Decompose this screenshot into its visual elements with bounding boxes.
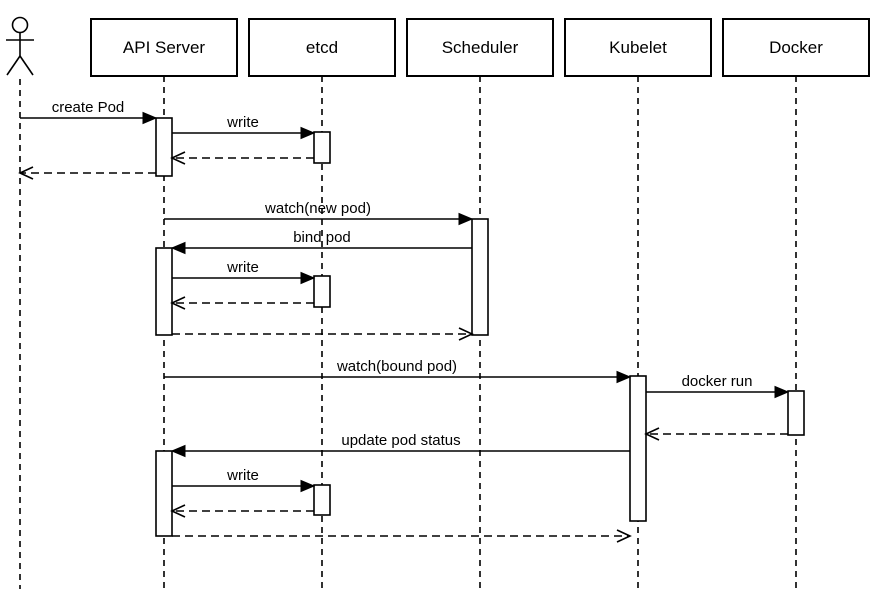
arrowhead-filled-watch-new-pod [458, 212, 474, 226]
message-label-docker-run: docker run [682, 373, 753, 390]
activation-kubelet-1 [629, 375, 647, 522]
participant-label-kubelet: Kubelet [609, 38, 667, 57]
arrowhead-filled-write-1 [300, 126, 316, 140]
message-return-api-kubelet [172, 529, 632, 543]
message-write-3: write [172, 467, 316, 493]
message-watch-bound-pod: watch(bound pod) [164, 358, 632, 384]
arrowhead-filled-bind-pod [170, 241, 186, 255]
arrowhead-open-return-docker-kubelet [644, 427, 660, 441]
message-label-update-pod-status: update pod status [341, 432, 460, 449]
activation-api-server-3 [155, 450, 173, 537]
participant-label-etcd: etcd [306, 38, 338, 57]
arrowhead-filled-update-pod-status [170, 444, 186, 458]
activation-api-server-2 [155, 247, 173, 336]
message-return-api-scheduler [172, 327, 474, 341]
actor-head [11, 16, 29, 34]
arrowhead-open-return-api-scheduler [458, 327, 474, 341]
arrowhead-open-return-api-kubelet [616, 529, 632, 543]
message-label-write-3: write [226, 467, 259, 484]
message-return-etcd-api-1 [170, 151, 314, 165]
message-label-write-2: write [226, 259, 259, 276]
arrowhead-filled-write-2 [300, 271, 316, 285]
activation-etcd-2 [313, 275, 331, 308]
arrowhead-open-return-etcd-api-3 [170, 504, 186, 518]
message-return-api-user [18, 166, 156, 180]
message-write-1: write [172, 114, 316, 140]
user-actor-icon [6, 16, 34, 76]
participant-box-docker [722, 18, 870, 77]
message-update-pod-status: update pod status [170, 432, 630, 458]
arrowhead-filled-docker-run [774, 385, 790, 399]
message-write-2: write [172, 259, 316, 285]
participant-label-api-server: API Server [123, 38, 206, 57]
activation-docker-1 [787, 390, 805, 436]
message-label-watch-bound-pod: watch(bound pod) [336, 358, 457, 375]
arrowhead-open-return-etcd-api-1 [170, 151, 186, 165]
arrowhead-open-return-etcd-api-2 [170, 296, 186, 310]
arrowhead-open-return-api-user [18, 166, 34, 180]
message-label-create-pod: create Pod [52, 99, 125, 116]
arrowhead-filled-create-pod [142, 111, 158, 125]
message-label-watch-new-pod: watch(new pod) [264, 200, 371, 217]
message-return-etcd-api-3 [170, 504, 314, 518]
message-watch-new-pod: watch(new pod) [164, 200, 474, 226]
arrowhead-filled-watch-bound-pod [616, 370, 632, 384]
activation-etcd-1 [313, 131, 331, 164]
message-docker-run: docker run [646, 373, 790, 399]
message-label-bind-pod: bind pod [293, 229, 351, 246]
arrowhead-filled-write-3 [300, 479, 316, 493]
message-create-pod: create Pod [20, 99, 158, 125]
actor-right-leg [19, 55, 34, 76]
participant-box-api-server [90, 18, 238, 77]
actor-left-leg [6, 55, 21, 76]
participant-box-kubelet [564, 18, 712, 77]
participant-box-etcd [248, 18, 396, 77]
message-return-docker-kubelet [644, 427, 788, 441]
activation-api-server-1 [155, 117, 173, 177]
activation-scheduler-1 [471, 218, 489, 336]
message-label-write-1: write [226, 114, 259, 131]
message-return-etcd-api-2 [170, 296, 314, 310]
participant-label-scheduler: Scheduler [442, 38, 519, 57]
message-bind-pod: bind pod [170, 229, 472, 255]
participant-label-docker: Docker [769, 38, 823, 57]
activation-etcd-3 [313, 484, 331, 516]
participant-box-scheduler [406, 18, 554, 77]
